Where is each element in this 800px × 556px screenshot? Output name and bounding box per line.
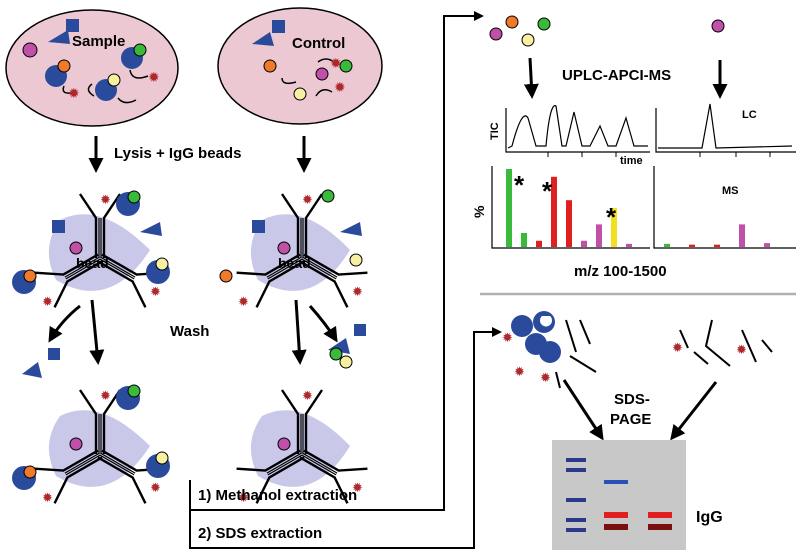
bead-label-control: bead <box>278 255 311 271</box>
ms-bar <box>596 224 602 247</box>
control-label: Control <box>292 35 345 52</box>
igg-label: IgG <box>696 509 723 526</box>
gel <box>552 440 686 550</box>
svg-text:✹: ✹ <box>502 330 513 345</box>
svg-text:✹: ✹ <box>68 87 80 102</box>
svg-text:✹: ✹ <box>42 490 53 505</box>
gel-band-darkred-1 <box>604 524 628 530</box>
sample-cell: Sample ✹ ✹ <box>5 9 179 127</box>
bead-label-sample: bead <box>76 255 109 271</box>
star-2: * <box>542 176 553 206</box>
sample-washed-complex: ✹ ✹ ✹ <box>12 384 170 505</box>
svg-text:✹: ✹ <box>238 490 249 505</box>
gel-band-darkred-2 <box>648 524 672 530</box>
svg-text:✹: ✹ <box>302 192 313 207</box>
tic-label: TIC <box>489 122 501 140</box>
sds-sample-products: ✹ ✹ ✹ <box>502 311 597 389</box>
sds-label-2: PAGE <box>610 411 651 428</box>
svg-text:✹: ✹ <box>330 57 342 72</box>
ms-label: MS <box>722 185 739 197</box>
sds-label-1: SDS- <box>614 391 650 408</box>
svg-text:✹: ✹ <box>238 294 249 309</box>
lysis-label: Lysis + IgG beads <box>114 145 241 162</box>
svg-text:✹: ✹ <box>302 388 313 403</box>
control-cell: Control ✹ ✹ <box>217 7 383 125</box>
ms-sample-bars <box>506 169 632 247</box>
svg-text:✹: ✹ <box>736 342 747 357</box>
ms-control-bars <box>664 224 770 247</box>
ms-bar <box>739 224 745 247</box>
svg-text:✹: ✹ <box>352 480 363 495</box>
time-label: time <box>620 155 643 167</box>
mz-label: m/z 100-1500 <box>574 263 667 280</box>
step2-label: 2) SDS extraction <box>198 525 322 542</box>
svg-text:✹: ✹ <box>540 370 551 385</box>
ms-bar <box>664 243 670 247</box>
ms-bar <box>626 243 632 247</box>
step1-label: 1) Methanol extraction <box>198 487 357 504</box>
svg-text:✹: ✹ <box>352 284 363 299</box>
sample-label: Sample <box>72 33 125 50</box>
ms-bar <box>551 176 557 247</box>
lc-label: LC <box>742 109 757 121</box>
svg-text:✹: ✹ <box>334 81 346 96</box>
ms-bar <box>764 243 770 247</box>
percent-label: % <box>471 205 487 218</box>
gel-ladder <box>566 458 586 532</box>
svg-text:✹: ✹ <box>100 388 111 403</box>
ms-bar <box>689 244 695 247</box>
ms-bar <box>611 208 617 247</box>
svg-text:✹: ✹ <box>150 480 161 495</box>
ms-bar <box>714 244 720 247</box>
ms-bar <box>506 169 512 247</box>
uplc-label: UPLC-APCI-MS <box>562 67 671 84</box>
ms-bar <box>566 200 572 247</box>
svg-text:✹: ✹ <box>150 284 161 299</box>
svg-text:✹: ✹ <box>672 340 683 355</box>
svg-text:✹: ✹ <box>100 192 111 207</box>
gel-band-blue <box>604 480 628 484</box>
gel-band-red-2 <box>648 512 672 518</box>
svg-text:✹: ✹ <box>42 294 53 309</box>
svg-text:✹: ✹ <box>514 364 525 379</box>
wash-label: Wash <box>170 323 209 340</box>
control-washed-complex: ✹ ✹ ✹ <box>235 388 369 505</box>
ms-bar <box>536 240 542 247</box>
gel-band-red-1 <box>604 512 628 518</box>
control-bead-complex: bead ✹ ✹ ✹ <box>219 189 369 309</box>
ms-bar <box>581 240 587 247</box>
sds-control-products: ✹ ✹ <box>672 319 773 367</box>
sample-bead-complex: bead ✹ ✹ ✹ <box>12 190 170 309</box>
svg-text:✹: ✹ <box>148 71 160 86</box>
ms-bar <box>521 232 527 247</box>
star-1: * <box>514 170 525 200</box>
star-3: * <box>606 202 617 232</box>
